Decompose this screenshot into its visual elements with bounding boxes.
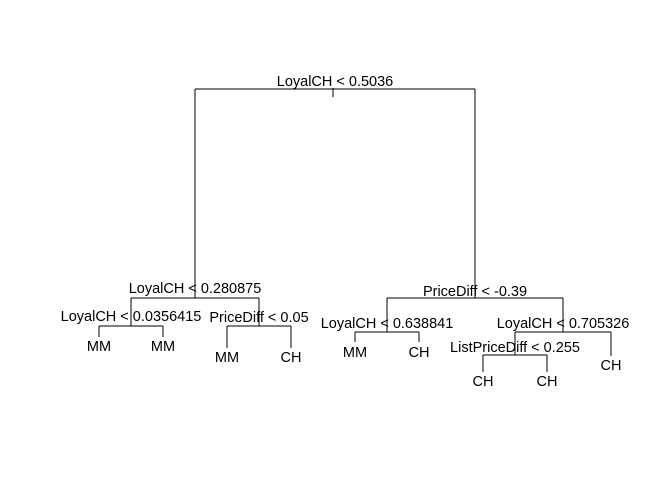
split-label-right-left: LoyalCH < 0.638841 — [321, 316, 454, 332]
leaf-label: CH — [409, 345, 430, 361]
leaf-label: MM — [87, 339, 111, 355]
split-label-root: LoyalCH < 0.5036 — [277, 74, 393, 90]
leaf-label: CH — [601, 358, 622, 374]
split-label-right-right-left: ListPriceDiff < 0.255 — [450, 340, 580, 356]
leaf-label: MM — [215, 350, 239, 366]
leaf-label: CH — [473, 374, 494, 390]
split-label-right: PriceDiff < -0.39 — [423, 284, 527, 300]
leaf-label: MM — [151, 339, 175, 355]
leaf-labels: MM MM MM CH MM CH CH CH CH — [87, 339, 622, 390]
tree-branches — [98, 88, 612, 372]
split-label-left-left: LoyalCH < 0.0356415 — [61, 309, 202, 325]
split-labels: LoyalCH < 0.5036 LoyalCH < 0.280875 Loya… — [61, 74, 630, 356]
leaf-label: CH — [537, 374, 558, 390]
leaf-label: CH — [281, 350, 302, 366]
split-label-right-right: LoyalCH < 0.705326 — [497, 316, 630, 332]
leaf-label: MM — [343, 345, 367, 361]
split-label-left: LoyalCH < 0.280875 — [129, 281, 262, 297]
split-label-left-right: PriceDiff < 0.05 — [209, 310, 308, 326]
